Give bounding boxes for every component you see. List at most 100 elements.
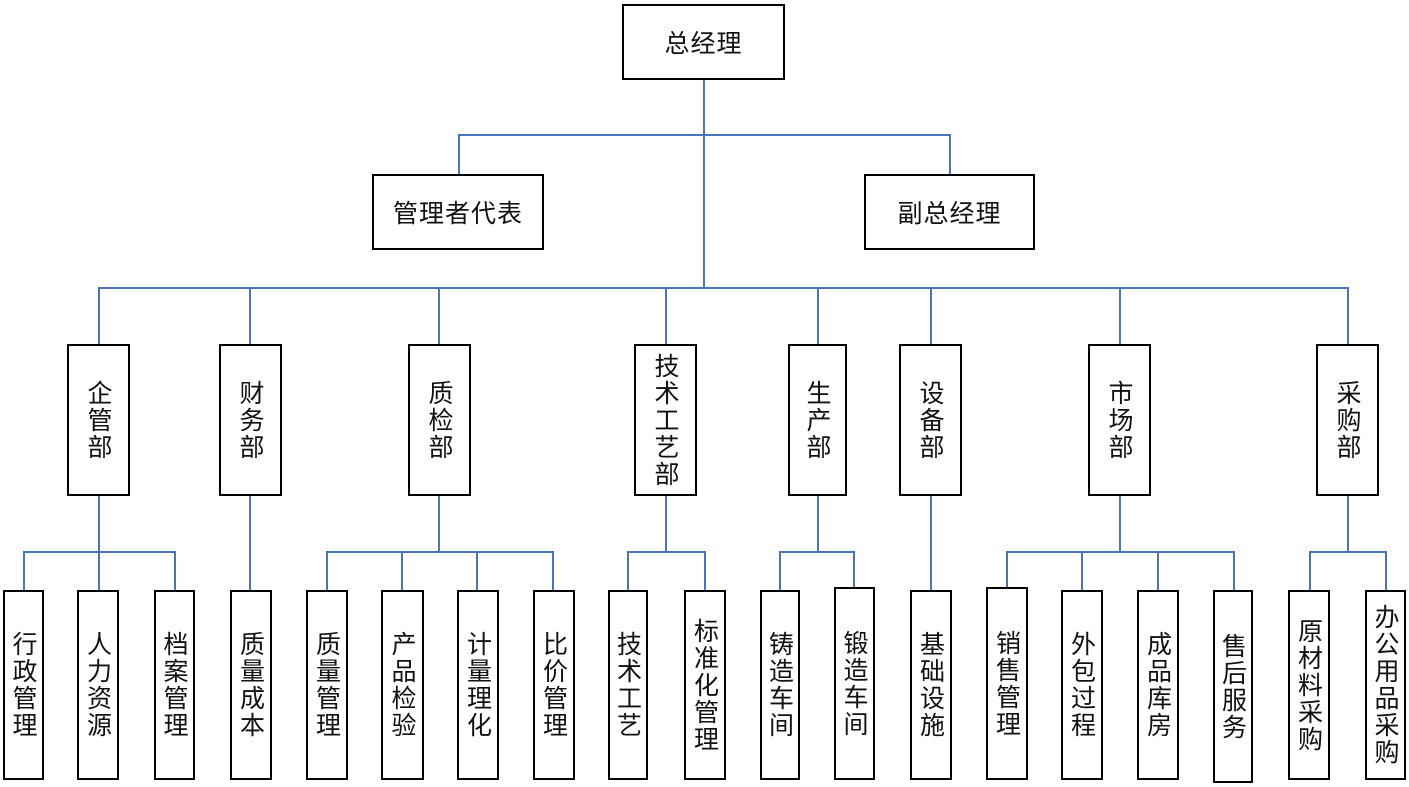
- department-box: 设备部: [899, 344, 962, 496]
- unit-box: 比价管理: [533, 590, 575, 780]
- connector-unit-drop: [853, 551, 855, 591]
- connector-unit-drop: [98, 551, 100, 591]
- connector-unit-drop: [401, 551, 403, 591]
- connector-group-stem: [817, 495, 819, 552]
- department-box: 采购部: [1316, 344, 1379, 496]
- connector-unit-drop: [552, 551, 554, 591]
- department-label: 采购部: [1333, 379, 1362, 461]
- connector-unit-drop: [1233, 551, 1235, 591]
- department-label: 设备部: [916, 379, 945, 461]
- unit-label: 人力资源: [83, 631, 113, 739]
- connector-dept-drop: [817, 287, 819, 345]
- unit-box: 行政管理: [3, 590, 44, 780]
- connector-unit-drop: [1385, 551, 1387, 591]
- connector-dept-drop: [249, 287, 251, 345]
- connector-group-stem: [1347, 495, 1349, 552]
- unit-box: 铸造车间: [760, 590, 800, 780]
- connector-dept-drop: [98, 287, 100, 345]
- department-label: 财务部: [236, 379, 265, 461]
- connector-unit-drop: [779, 551, 781, 591]
- connector-unit-drop: [1309, 551, 1311, 591]
- connector-dept-bar: [98, 287, 1349, 289]
- unit-box: 成品库房: [1137, 590, 1179, 780]
- connector-unit-drop: [1157, 551, 1159, 591]
- connector-group-stem: [98, 495, 100, 552]
- unit-box: 质量成本: [230, 590, 272, 780]
- connector-group-stem: [1119, 495, 1121, 552]
- unit-box: 档案管理: [154, 590, 195, 780]
- unit-box: 计量理化: [457, 590, 499, 780]
- department-box: 质检部: [408, 344, 471, 496]
- connector-to-deputy-gm: [949, 134, 951, 175]
- connector-unit-drop: [326, 551, 328, 591]
- unit-label: 质量管理: [312, 631, 342, 739]
- ceo-box: 总经理: [622, 4, 785, 80]
- unit-label: 行政管理: [9, 631, 38, 739]
- unit-box: 技术工艺: [608, 590, 648, 780]
- unit-box: 外包过程: [1061, 590, 1103, 780]
- unit-label: 销售管理: [992, 629, 1022, 738]
- connector-group-stem: [249, 495, 251, 591]
- deputy-gm-box: 副总经理: [864, 174, 1035, 250]
- connector-dept-drop: [1119, 287, 1121, 345]
- unit-label: 铸造车间: [765, 631, 795, 739]
- connector-unit-drop: [476, 551, 478, 591]
- connector-unit-drop: [627, 551, 629, 591]
- connector-ceo-down: [703, 79, 705, 288]
- department-box: 市场部: [1088, 344, 1151, 496]
- ceo-label: 总经理: [664, 29, 743, 58]
- connector-unit-drop: [704, 551, 706, 591]
- department-box: 技术工艺部: [634, 344, 697, 496]
- unit-label: 原材料采购: [1294, 617, 1324, 753]
- unit-box: 基础设施: [910, 590, 952, 780]
- department-box: 企管部: [67, 344, 130, 496]
- unit-box: 产品检验: [381, 590, 424, 780]
- connector-group-bar: [779, 551, 855, 553]
- connector-dept-drop: [665, 287, 667, 345]
- connector-dept-drop: [930, 287, 932, 345]
- unit-box: 人力资源: [77, 590, 119, 780]
- unit-box: 质量管理: [306, 590, 348, 780]
- connector-group-stem: [438, 495, 440, 552]
- deputy-gm-label: 副总经理: [897, 199, 1002, 228]
- connector-group-stem: [665, 495, 667, 552]
- connector-to-mgmt-rep: [458, 134, 460, 175]
- unit-label: 售后服务: [1218, 632, 1248, 741]
- connector-unit-drop: [174, 551, 176, 591]
- connector-unit-drop: [23, 551, 25, 591]
- connector-group-bar: [1006, 551, 1235, 553]
- unit-box: 标准化管理: [684, 590, 726, 780]
- unit-label: 基础设施: [916, 631, 946, 739]
- unit-box: 锻造车间: [834, 587, 875, 780]
- connector-second-bar: [458, 134, 951, 136]
- unit-label: 计量理化: [463, 631, 493, 739]
- department-box: 生产部: [788, 344, 847, 496]
- department-label: 质检部: [425, 379, 454, 461]
- management-rep-label: 管理者代表: [392, 199, 523, 228]
- department-label: 市场部: [1105, 379, 1134, 461]
- connector-group-stem: [930, 495, 932, 591]
- unit-label: 比价管理: [539, 631, 569, 739]
- connector-dept-drop: [438, 287, 440, 345]
- management-rep-box: 管理者代表: [372, 174, 544, 250]
- unit-box: 销售管理: [986, 587, 1028, 780]
- connector-group-bar: [1309, 551, 1387, 553]
- department-label: 技术工艺部: [651, 352, 680, 488]
- connector-dept-drop: [1347, 287, 1349, 345]
- connector-group-bar: [627, 551, 706, 553]
- connector-unit-drop: [1081, 551, 1083, 591]
- connector-group-bar: [326, 551, 554, 553]
- unit-label: 质量成本: [236, 631, 266, 739]
- unit-label: 外包过程: [1067, 631, 1097, 739]
- unit-label: 技术工艺: [613, 631, 643, 739]
- department-label: 生产部: [803, 379, 832, 461]
- unit-label: 标准化管理: [690, 617, 720, 753]
- department-box: 财务部: [219, 344, 282, 496]
- unit-label: 锻造车间: [840, 629, 869, 738]
- department-label: 企管部: [84, 379, 113, 461]
- unit-label: 成品库房: [1143, 631, 1173, 739]
- unit-label: 档案管理: [160, 631, 189, 739]
- unit-box: 办公用品采购: [1365, 590, 1406, 780]
- unit-label: 产品检验: [388, 631, 417, 739]
